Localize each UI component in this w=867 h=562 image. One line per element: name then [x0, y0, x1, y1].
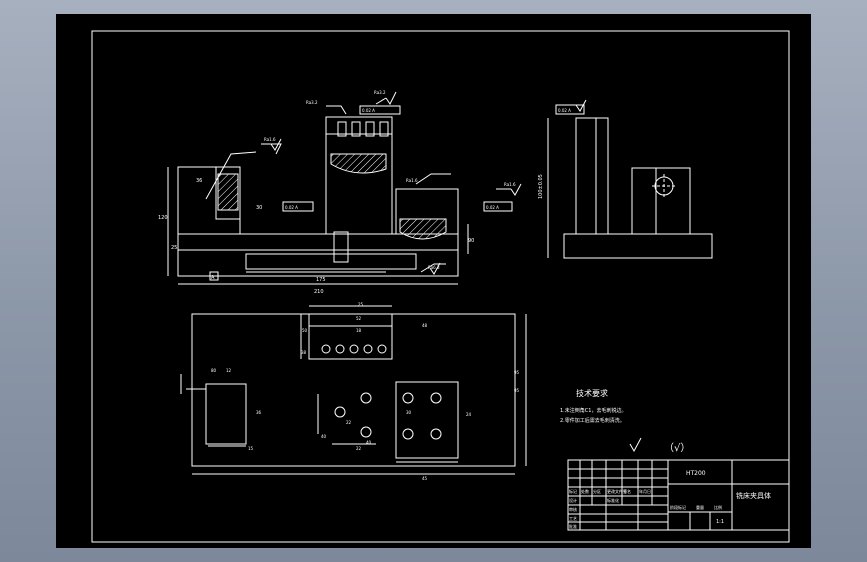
tech-requirements-title: 技术要求	[576, 388, 608, 398]
cell-label-7: 标准化	[607, 497, 619, 503]
dim-top-11: 22	[356, 446, 362, 451]
dim-front-4: 36	[196, 178, 202, 184]
dim-top-10: 15	[248, 446, 254, 451]
cell-label-5: 年月日	[639, 488, 651, 494]
ra-front-4: Ra3.2	[306, 100, 318, 105]
cell-label-3: 更改文件号	[607, 488, 627, 494]
cell-label-11: 阶段标记	[670, 504, 686, 510]
dim-top-15: 24	[466, 412, 472, 417]
ra-front-0: Ra1.6	[264, 137, 276, 142]
dim-top-18: 95	[514, 370, 520, 375]
dim-top-1: 52	[356, 316, 362, 321]
cell-label-4: 签名	[623, 488, 631, 494]
tol-front-2: 0.02 A	[362, 108, 375, 113]
cell-label-6: 设计	[569, 497, 577, 503]
dim-front-6: 25	[171, 245, 177, 251]
cell-label-8: 审核	[569, 506, 577, 512]
dim-top-5: 45	[422, 476, 428, 481]
dim-front-0: 210	[314, 289, 324, 295]
dim-top-2: 95	[514, 388, 520, 393]
ra-front-3: Ra6.3	[428, 265, 440, 270]
outer-frame	[91, 30, 790, 543]
dim-top-12: 80	[211, 368, 217, 373]
tech-requirements-line1: 1.未注倒角C1，去毛刺锐边。	[560, 407, 626, 414]
dim-top-6: 48	[422, 323, 428, 328]
cell-label-0: 标记	[569, 488, 577, 494]
dim-top-3: 18	[356, 328, 362, 333]
dim-top-4: 50	[302, 328, 308, 333]
hatch-right	[399, 218, 447, 240]
tol-front-0: 0.02 A	[285, 205, 298, 210]
dim-top-14: 36	[256, 410, 262, 415]
tol-front-1: 0.02 A	[486, 205, 499, 210]
cell-label-2: 分区	[593, 488, 601, 494]
part-name: 铣床夹具体	[736, 491, 771, 500]
scale-value: 1:1	[716, 519, 724, 525]
dim-top-7: 38	[301, 350, 307, 355]
dim-top-16: 40	[366, 440, 372, 445]
top-view	[180, 305, 527, 475]
cell-label-1: 处数	[581, 488, 589, 494]
dim-top-17: 40	[321, 434, 327, 439]
dim-front-5: 30	[256, 205, 262, 211]
cad-viewport[interactable]: 技术要求 1.未注倒角C1，去毛刺锐边。 2.零件加工后需去毛刺清洗。 （√） …	[56, 14, 811, 548]
hatch-center	[330, 153, 387, 174]
roughness-note: （√）	[664, 442, 690, 454]
ra-front-2: Ra1.6	[504, 182, 516, 187]
side-view	[547, 99, 713, 259]
cell-label-9: 工艺	[569, 516, 577, 521]
front-view	[167, 91, 522, 285]
dim-front-1: 175	[316, 277, 326, 283]
cell-label-12: 重量	[696, 504, 704, 510]
tech-requirements-line2: 2.零件加工后需去毛刺清洗。	[560, 417, 625, 424]
engineering-drawing: 技术要求 1.未注倒角C1，去毛刺锐边。 2.零件加工后需去毛刺清洗。 （√） …	[91, 30, 790, 543]
cell-label-10: 批准	[569, 523, 577, 529]
tol-side: 0.02 A	[558, 108, 571, 113]
dim-top-8: 22	[346, 420, 352, 425]
ra-front-5: Ra1.6	[406, 178, 418, 183]
dim-front-2: 120	[158, 215, 168, 221]
ra-front-1: Ra3.2	[374, 90, 386, 95]
dim-top-0: 25	[358, 302, 364, 307]
cell-label-13: 比例	[714, 504, 722, 510]
dim-top-13: 12	[226, 368, 232, 373]
dim-front-3: 90	[468, 238, 474, 244]
datum-letter: A	[211, 275, 215, 281]
hatch-left	[217, 173, 239, 211]
material: HT200	[686, 470, 706, 477]
dim-top-9: 30	[406, 410, 412, 415]
dim-side-0: 100±0.05	[538, 174, 544, 199]
title-block	[567, 459, 790, 531]
